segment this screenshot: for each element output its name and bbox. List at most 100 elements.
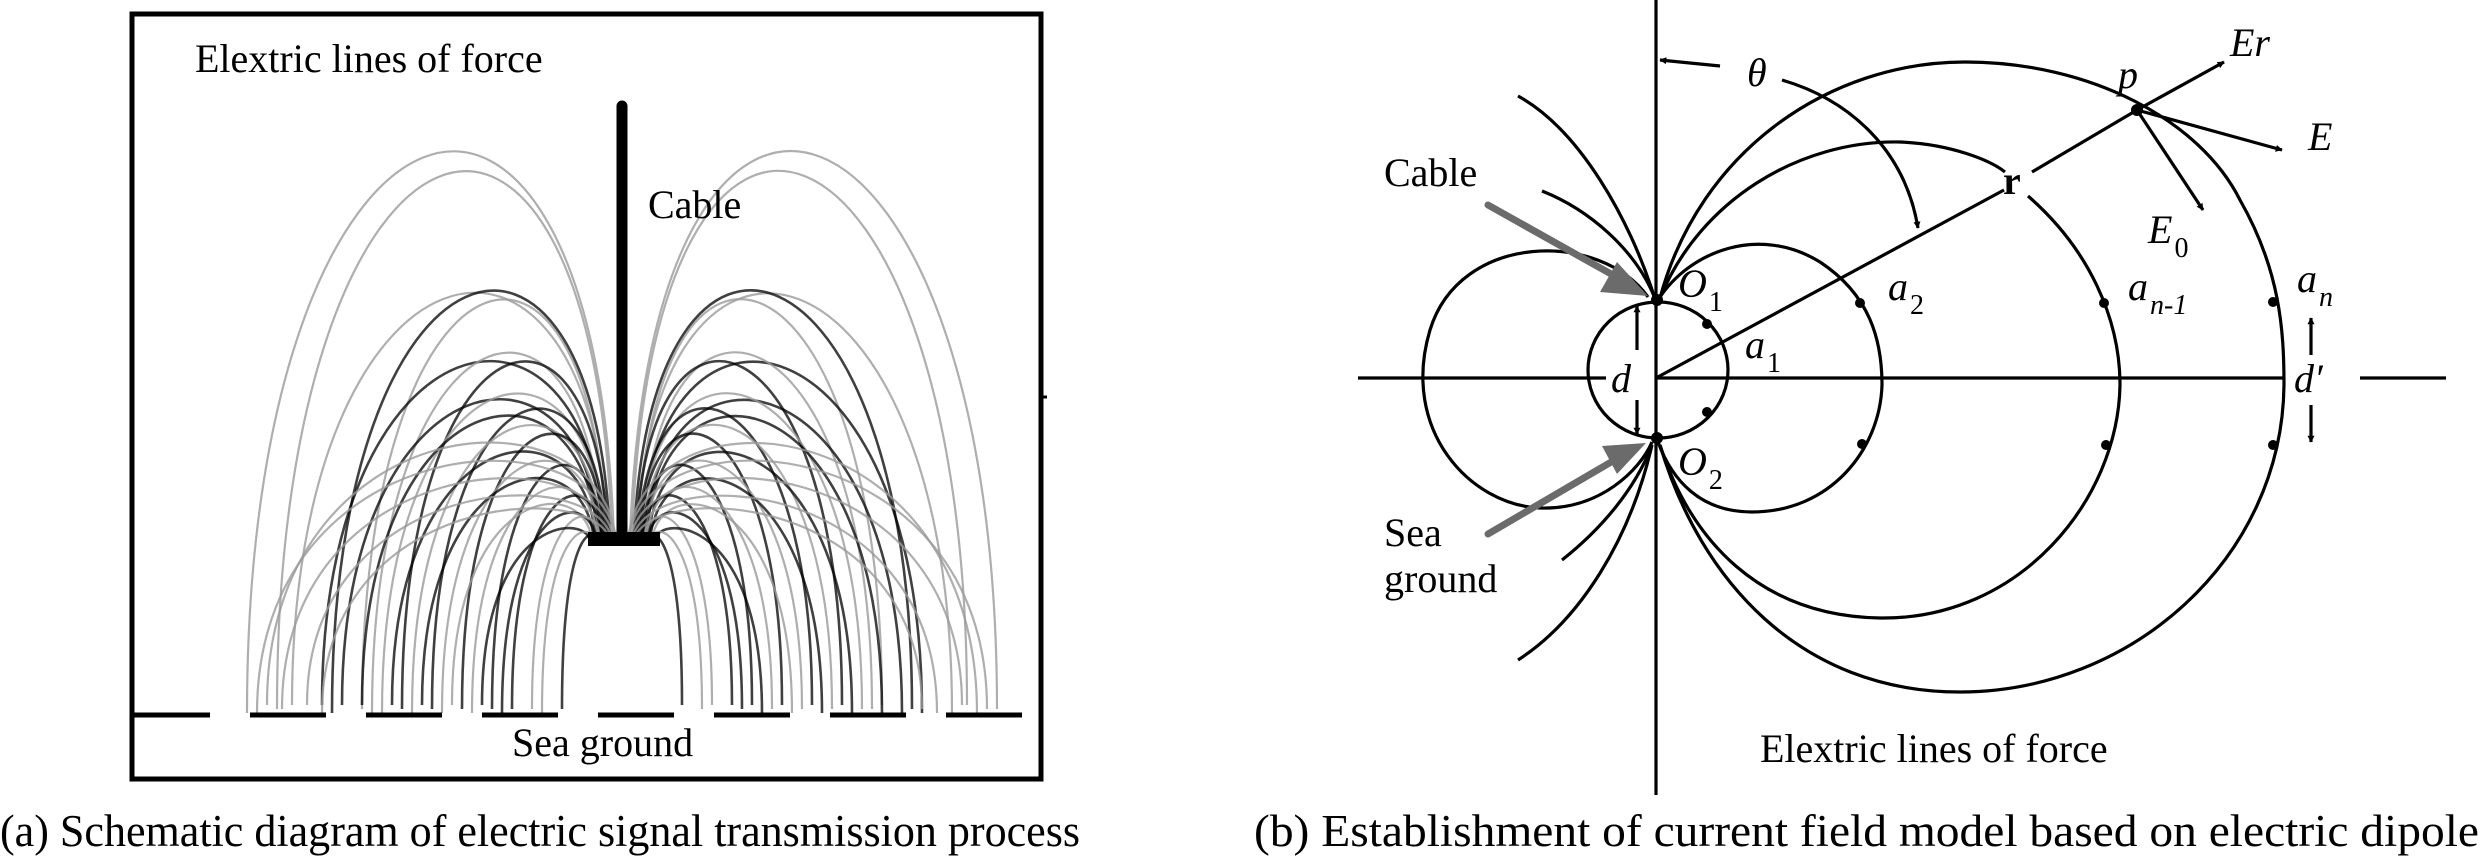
d-label: d	[1611, 356, 1632, 401]
lines-of-force-label-b: Elextric lines of force	[1760, 726, 2108, 771]
a2-point-lower	[1857, 439, 1867, 449]
field-line-ll-2	[1561, 444, 1654, 562]
field-line-arc	[630, 169, 969, 706]
theta-arrow-start	[1659, 57, 1721, 68]
e-vector	[2136, 108, 2283, 152]
er-label: Er	[2229, 20, 2270, 65]
a2-main: a	[1888, 264, 1908, 309]
field-line-arc	[640, 494, 734, 706]
an-main: a	[2297, 256, 2317, 301]
field-line-arc	[628, 150, 999, 710]
p-point	[2131, 104, 2143, 116]
field-loop-left	[1421, 249, 1654, 510]
e0-vector	[2135, 109, 2205, 211]
field-line-arc	[642, 459, 804, 710]
field-line-arc	[420, 476, 596, 706]
field-line-arc	[560, 533, 598, 710]
cable-label: Cable	[648, 182, 741, 227]
field-line-arc	[648, 477, 824, 714]
field-line-arc	[410, 424, 604, 714]
a2-sub: 2	[1910, 290, 1924, 321]
an-point-upper	[2268, 297, 2278, 307]
field-line-arc	[480, 526, 592, 706]
field-line-arc	[360, 414, 600, 706]
a2-label: a2	[1888, 264, 1924, 321]
field-line-arc	[650, 503, 794, 714]
field-line-arc	[644, 485, 774, 710]
field-line-arc	[290, 291, 610, 706]
an1-main: a	[2128, 264, 2148, 309]
sea-ground-label: Sea ground	[512, 720, 693, 765]
theta-arrow-end	[1781, 78, 1921, 229]
field-line-arc	[380, 392, 606, 714]
field-line-arc	[626, 441, 979, 714]
field-loop-a2	[1656, 242, 1884, 514]
theta-label: θ	[1747, 50, 1767, 95]
a1-main: a	[1745, 322, 1765, 367]
an-point-lower	[2268, 440, 2278, 450]
an1-point-lower	[2101, 440, 2111, 450]
ground-label-b: ground	[1384, 556, 1497, 601]
field-line-arc	[638, 392, 864, 710]
an1-label: an-1	[2128, 264, 2187, 321]
panel-a: Elextric lines of force Cable Sea ground…	[0, 11, 1080, 856]
field-lines-a	[245, 150, 999, 714]
radius-line-r-outer	[2031, 108, 2138, 174]
lines-of-force-label: Elextric lines of force	[195, 36, 543, 81]
field-line-arc	[510, 494, 604, 710]
field-line-arc	[640, 351, 874, 710]
e0-main: E	[2147, 207, 2172, 252]
d-prime-label: d′	[2294, 356, 2324, 401]
field-line-arc	[500, 511, 598, 714]
r-label: r	[2003, 158, 2021, 203]
field-line-arc	[275, 170, 614, 710]
field-line-arc	[634, 360, 844, 706]
field-line-arc	[636, 298, 884, 706]
e0-sub: 0	[2174, 233, 2188, 264]
field-line-ul-2	[1541, 189, 1656, 297]
field-line-arc	[360, 298, 608, 710]
o2-sub: 2	[1709, 465, 1723, 496]
o2-point	[1651, 432, 1663, 444]
an1-sub: n-1	[2150, 290, 2187, 321]
field-line-arc	[634, 292, 954, 714]
o2-main: O	[1678, 439, 1707, 484]
field-line-arc	[390, 450, 598, 706]
field-line-arc	[470, 486, 600, 714]
o1-label: O1	[1678, 261, 1723, 318]
e-label: E	[2307, 114, 2332, 159]
field-line-arc	[330, 289, 612, 714]
o2-label: O2	[1678, 439, 1723, 496]
an1-point-upper	[2099, 298, 2109, 308]
field-loop-an1-bottom	[1658, 194, 2122, 620]
field-line-arc	[255, 459, 618, 714]
field-line-arc	[245, 150, 616, 714]
a1-point-lower	[1702, 407, 1712, 417]
o1-point	[1651, 294, 1663, 306]
cable-pointer-arrowhead	[1600, 262, 1648, 296]
sea-label-b: Sea	[1384, 510, 1442, 555]
radius-line-r	[1655, 188, 2005, 380]
field-line-arc	[265, 441, 618, 706]
o1-sub: 1	[1709, 287, 1723, 318]
field-line-arc	[320, 507, 612, 714]
field-line-arc	[305, 494, 614, 706]
field-line-ll-1	[1517, 444, 1654, 662]
cable-pointer-arrow	[1484, 201, 1624, 283]
field-line-arc	[646, 533, 684, 706]
panel-b: Cable Sea ground Elextric lines of force…	[1254, 0, 2479, 856]
field-loop-an1-top	[1658, 140, 2006, 299]
field-line-arc	[632, 507, 924, 710]
panel-a-caption: (a) Schematic diagram of electric signal…	[0, 806, 1080, 856]
e0-label: E0	[2147, 207, 2188, 264]
field-line-arc	[460, 432, 606, 710]
field-line-arc	[630, 494, 939, 714]
cable-label-b: Cable	[1384, 150, 1477, 195]
a1-label: a1	[1745, 322, 1781, 379]
panel-b-caption: (b) Establishment of current field model…	[1254, 806, 2479, 856]
an-label: an	[2297, 256, 2333, 313]
a1-point-upper	[1702, 319, 1712, 329]
field-line-arc	[644, 414, 884, 714]
er-vector	[2136, 60, 2225, 112]
